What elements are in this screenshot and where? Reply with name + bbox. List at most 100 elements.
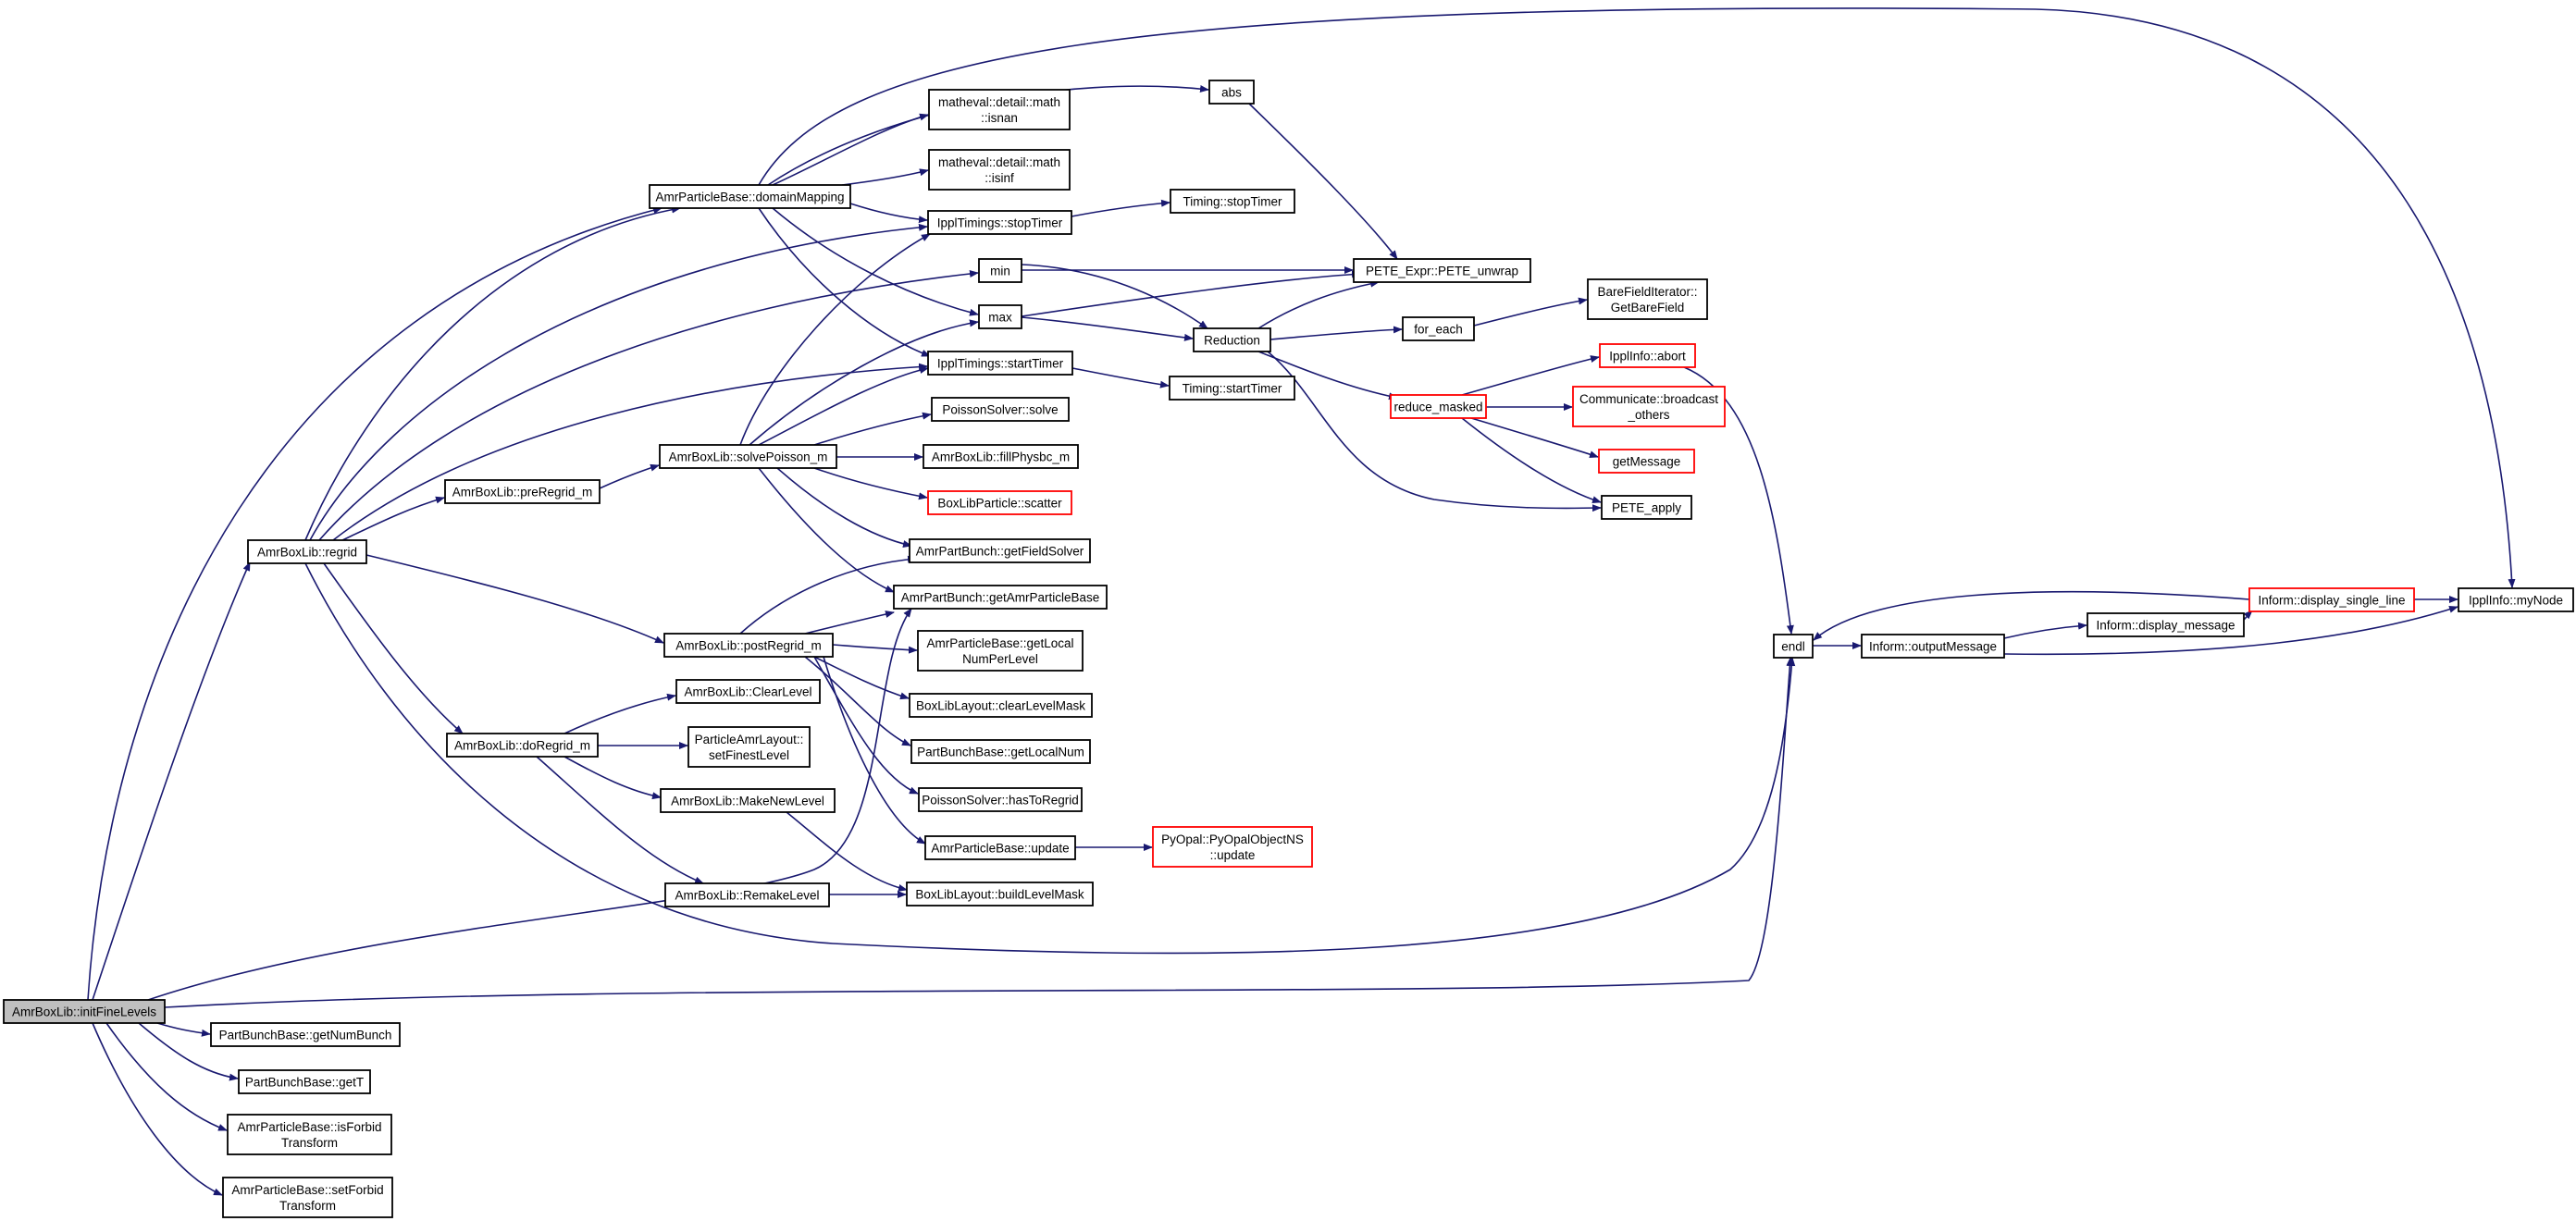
edge-start-timer-to-timing-start bbox=[1071, 367, 1170, 388]
node-get-field-solver[interactable]: AmrPartBunch::getFieldSolver bbox=[909, 538, 1091, 563]
node-label: BoxLibParticle::scatter bbox=[937, 497, 1062, 511]
node-label: matheval::detail::math bbox=[938, 155, 1060, 169]
node-pete-apply[interactable]: PETE_apply bbox=[1601, 495, 1692, 520]
node-label: AmrBoxLib::ClearLevel bbox=[684, 685, 811, 699]
node-abs[interactable]: abs bbox=[1208, 80, 1255, 105]
node-label: Timing::startTimer bbox=[1183, 382, 1282, 396]
node-label: Reduction bbox=[1204, 334, 1260, 348]
node-timing-stop[interactable]: Timing::stopTimer bbox=[1170, 189, 1295, 214]
node-solve-poisson[interactable]: AmrBoxLib::solvePoisson_m bbox=[659, 444, 837, 469]
node-label: max bbox=[988, 311, 1012, 325]
node-my-node[interactable]: IpplInfo::myNode bbox=[2458, 587, 2574, 612]
node-label: IpplTimings::stopTimer bbox=[937, 216, 1063, 230]
node-has-to-regrid[interactable]: PoissonSolver::hasToRegrid bbox=[918, 787, 1083, 812]
node-label: min bbox=[990, 265, 1010, 278]
node-box bbox=[1208, 80, 1255, 105]
node-label: AmrBoxLib::preRegrid_m bbox=[452, 486, 593, 500]
node-build-level-mask[interactable]: BoxLibLayout::buildLevelMask bbox=[906, 882, 1094, 906]
edge-reduce-masked-to-ippl-abort bbox=[1461, 355, 1600, 396]
node-label: AmrBoxLib::solvePoisson_m bbox=[669, 450, 828, 464]
node-post-regrid[interactable]: AmrBoxLib::postRegrid_m bbox=[663, 633, 834, 658]
node-box bbox=[1402, 316, 1475, 341]
node-label: Inform::outputMessage bbox=[1869, 640, 1997, 654]
node-reduction[interactable]: Reduction bbox=[1193, 327, 1271, 352]
node-box bbox=[1390, 394, 1487, 419]
node-max[interactable]: max bbox=[978, 304, 1022, 329]
node-box bbox=[917, 630, 1084, 672]
node-pete-unwrap[interactable]: PETE_Expr::PETE_unwrap bbox=[1353, 258, 1531, 283]
node-box bbox=[210, 1022, 401, 1047]
node-endl[interactable]: endl bbox=[1773, 634, 1814, 659]
edge-reduction-to-pete-apply bbox=[1267, 351, 1602, 512]
node-display-message[interactable]: Inform::display_message bbox=[2087, 612, 2245, 637]
node-get-amr-particle-base[interactable]: AmrPartBunch::getAmrParticleBase bbox=[893, 585, 1108, 610]
node-pre-regrid[interactable]: AmrBoxLib::preRegrid_m bbox=[444, 479, 601, 504]
node-py-update[interactable]: PyOpal::PyOpalObjectNS::update bbox=[1152, 826, 1313, 868]
node-bare-field[interactable]: BareFieldIterator::GetBareField bbox=[1587, 278, 1708, 320]
node-label: BoxLibLayout::clearLevelMask bbox=[916, 699, 1085, 713]
node-init-fine-levels[interactable]: AmrBoxLib::initFineLevels bbox=[3, 999, 166, 1024]
node-output-message[interactable]: Inform::outputMessage bbox=[1861, 634, 2005, 659]
node-min[interactable]: min bbox=[978, 258, 1022, 283]
node-label: AmrParticleBase::isForbid bbox=[237, 1120, 381, 1134]
node-timing-start[interactable]: Timing::startTimer bbox=[1169, 376, 1295, 401]
node-fill-physbc[interactable]: AmrBoxLib::fillPhysbc_m bbox=[923, 444, 1079, 469]
node-regrid[interactable]: AmrBoxLib::regrid bbox=[247, 539, 367, 564]
node-label: matheval::detail::math bbox=[938, 95, 1060, 109]
edges-layer bbox=[87, 7, 2516, 1196]
node-box bbox=[2458, 587, 2574, 612]
node-stop-timer[interactable]: IpplTimings::stopTimer bbox=[927, 210, 1072, 235]
node-display-single[interactable]: Inform::display_single_line bbox=[2248, 587, 2415, 612]
node-for-each[interactable]: for_each bbox=[1402, 316, 1475, 341]
node-box bbox=[238, 1069, 371, 1094]
node-start-timer[interactable]: IpplTimings::startTimer bbox=[927, 351, 1073, 376]
node-box bbox=[227, 1114, 392, 1155]
edge-regrid-to-post-regrid bbox=[365, 554, 664, 644]
node-label: AmrParticleBase::getLocal bbox=[926, 636, 1073, 650]
edge-init-fine-levels-to-regrid bbox=[92, 561, 251, 1001]
edge-post-regrid-to-get-local-num-per-level bbox=[832, 644, 918, 654]
node-box bbox=[1601, 495, 1692, 520]
node-broadcast[interactable]: Communicate::broadcast_others bbox=[1572, 386, 1726, 427]
node-set-finest-level[interactable]: ParticleAmrLayout::setFinestLevel bbox=[687, 726, 811, 768]
node-scatter[interactable]: BoxLibParticle::scatter bbox=[927, 490, 1072, 515]
node-get-t[interactable]: PartBunchBase::getT bbox=[238, 1069, 371, 1094]
edge-for-each-to-bare-field bbox=[1473, 297, 1588, 327]
node-label: PartBunchBase::getNumBunch bbox=[219, 1029, 392, 1042]
edge-do-regrid-to-clear-level bbox=[564, 693, 676, 734]
node-clear-level[interactable]: AmrBoxLib::ClearLevel bbox=[675, 679, 821, 704]
node-get-num-bunch[interactable]: PartBunchBase::getNumBunch bbox=[210, 1022, 401, 1047]
node-label: ParticleAmrLayout:: bbox=[695, 733, 804, 746]
edge-solve-poisson-to-get-field-solver bbox=[776, 467, 912, 548]
node-label: setFinestLevel bbox=[709, 748, 789, 762]
node-label: Communicate::broadcast bbox=[1579, 392, 1718, 406]
node-label: PartBunchBase::getLocalNum bbox=[917, 746, 1084, 759]
node-get-local-num[interactable]: PartBunchBase::getLocalNum bbox=[910, 739, 1091, 764]
node-box bbox=[1599, 343, 1696, 368]
node-get-message[interactable]: getMessage bbox=[1598, 449, 1695, 474]
edge-solve-poisson-to-max bbox=[749, 319, 979, 446]
edge-solve-poisson-to-stop-timer bbox=[739, 233, 931, 446]
edge-init-fine-levels-to-is-forbid bbox=[105, 1022, 228, 1131]
node-isnan[interactable]: matheval::detail::math::isnan bbox=[928, 89, 1071, 130]
node-box bbox=[1572, 386, 1726, 427]
node-label: IpplInfo::abort bbox=[1609, 350, 1686, 364]
node-apb-update[interactable]: AmrParticleBase::update bbox=[924, 835, 1076, 860]
node-domain-mapping[interactable]: AmrParticleBase::domainMapping bbox=[649, 184, 851, 209]
edge-init-fine-levels-to-endl bbox=[164, 657, 1794, 1008]
node-ippl-abort[interactable]: IpplInfo::abort bbox=[1599, 343, 1696, 368]
node-reduce-masked[interactable]: reduce_masked bbox=[1390, 394, 1487, 419]
node-box bbox=[1169, 376, 1295, 401]
node-isinf[interactable]: matheval::detail::math::isinf bbox=[928, 149, 1071, 191]
node-remake-level[interactable]: AmrBoxLib::RemakeLevel bbox=[664, 882, 830, 907]
node-make-new-level[interactable]: AmrBoxLib::MakeNewLevel bbox=[660, 788, 836, 813]
node-do-regrid[interactable]: AmrBoxLib::doRegrid_m bbox=[446, 733, 599, 758]
node-ps-solve[interactable]: PoissonSolver::solve bbox=[931, 397, 1070, 422]
edge-post-regrid-to-get-field-solver bbox=[739, 555, 917, 635]
node-clear-level-mask[interactable]: BoxLibLayout::clearLevelMask bbox=[909, 693, 1093, 718]
edge-init-fine-levels-to-set-forbid bbox=[92, 1022, 223, 1196]
